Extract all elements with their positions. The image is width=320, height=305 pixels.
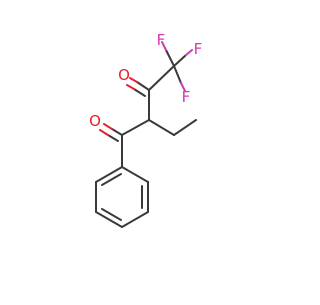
bond-upper-carbonyl-oxygen-inner — [126, 84, 135, 90]
bond-cf3-carbon-to-f-bottom-color — [180, 82, 186, 92]
bond-alpha-to-ethyl-ch2 — [148, 119, 175, 136]
bond-alpha-to-benzoyl-carbon — [121, 119, 150, 136]
bond-ethyl-ch2-to-ch3 — [173, 119, 197, 136]
structure-canvas: F F F O O — [89, 31, 203, 228]
bond-cf3-to-ketone-carbon — [148, 65, 175, 91]
bond-upper-carbonyl-carbon-inner — [133, 88, 146, 97]
bond-lower-carbonyl-oxygen — [103, 123, 113, 130]
ring-bond-left-top-to-top — [95, 166, 123, 183]
bond-cf3-carbon-to-f-right-color — [185, 49, 193, 56]
bond-cf3-carbon-to-f-top-color — [161, 41, 167, 51]
fluorine-label-right: F — [194, 40, 203, 58]
bond-cf3-carbon-to-f-right — [173, 54, 187, 67]
oxygen-label-upper: O — [118, 66, 130, 84]
fluorine-label-top: F — [157, 31, 166, 49]
bond-cf3-carbon-to-f-bottom — [173, 65, 182, 84]
bond-upper-carbonyl-carbon — [136, 81, 150, 91]
molecule-diagram: F F F O O — [89, 31, 203, 228]
bond-lower-carbonyl-oxygen-inner — [99, 129, 109, 136]
bond-upper-carbonyl-oxygen — [129, 77, 138, 83]
oxygen-label-lower: O — [89, 112, 101, 130]
ring-inner-double-bond-bottom-left — [101, 208, 122, 221]
bond-lower-carbonyl-carbon — [111, 128, 123, 136]
bond-cf3-carbon-to-f-top — [165, 49, 175, 67]
ring-inner-double-bond-top-left — [101, 173, 122, 186]
bond-lower-carbonyl-carbon-inner — [107, 134, 119, 142]
fluorine-label-bottom: F — [182, 88, 191, 106]
ring-bond-top-to-right-top — [121, 166, 149, 183]
ring-bond-bottom-to-left-bottom — [95, 211, 123, 228]
ring-bond-right-bottom-to-bottom — [121, 211, 149, 228]
